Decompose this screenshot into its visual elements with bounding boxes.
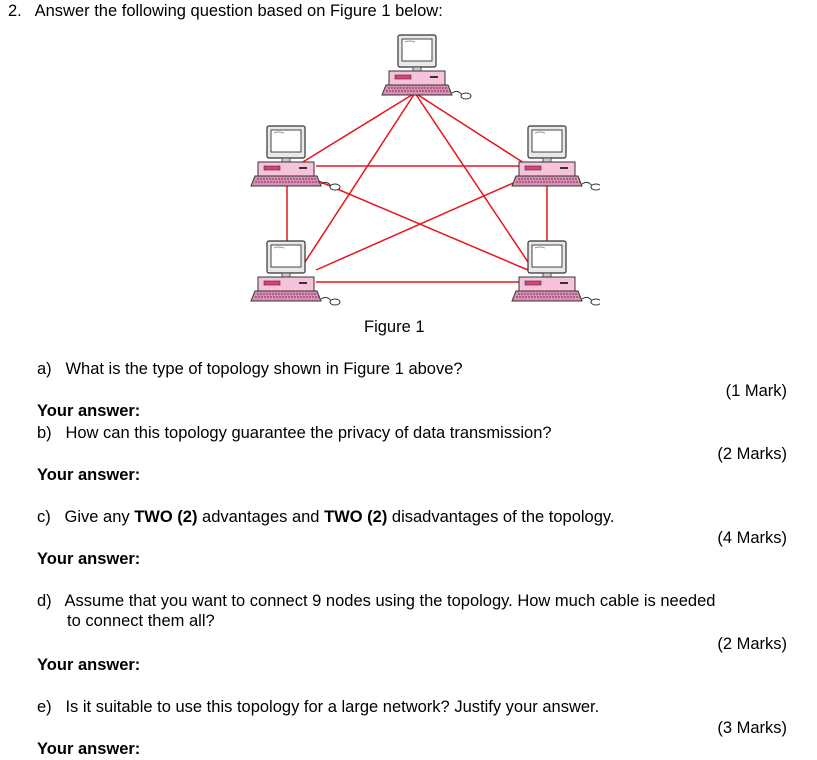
part-b-marks: (2 Marks): [717, 445, 787, 463]
part-c-bold-disadvantages: TWO (2): [324, 508, 388, 526]
part-d-question: d) Assume that you want to connect 9 nod…: [37, 592, 715, 611]
part-d-letter: d): [37, 592, 52, 610]
part-a-text: What is the type of topology shown in Fi…: [65, 360, 463, 378]
part-a-question: a) What is the type of topology shown in…: [37, 360, 463, 379]
part-b-answer-label: Your answer:: [37, 466, 141, 484]
question-number: 2.: [8, 2, 22, 20]
part-c-marks: (4 Marks): [717, 529, 787, 547]
part-d-text-line2: to connect them all?: [67, 612, 215, 630]
part-d-answer-label: Your answer:: [37, 656, 141, 674]
mesh-links: [286, 92, 548, 283]
part-c-text-before: Give any: [64, 508, 135, 526]
part-d-marks: (2 Marks): [717, 635, 787, 653]
part-a-marks: (1 Mark): [725, 382, 787, 400]
mesh-topology-figure: [250, 34, 600, 306]
part-a-answer-label: Your answer:: [37, 402, 141, 420]
link-top-left: [297, 92, 416, 166]
part-b-question: b) How can this topology guarantee the p…: [37, 424, 552, 443]
part-d-text-line1: Assume that you want to connect 9 nodes …: [64, 592, 716, 610]
question-heading: 2. Answer the following question based o…: [8, 2, 443, 21]
computer-node-right: [511, 125, 600, 191]
part-e-letter: e): [37, 698, 52, 716]
part-e-text: Is it suitable to use this topology for …: [65, 698, 600, 716]
part-b-letter: b): [37, 424, 52, 442]
part-c-question: c) Give any TWO (2) advantages and TWO (…: [37, 508, 615, 527]
link-top-bottomright: [414, 92, 529, 263]
link-top-right: [414, 92, 528, 166]
link-top-bottomleft: [304, 92, 416, 263]
computer-node-bottom-left: [250, 240, 341, 306]
part-b-text: How can this topology guarantee the priv…: [65, 424, 552, 442]
part-e-question: e) Is it suitable to use this topology f…: [37, 698, 599, 717]
figure-caption: Figure 1: [364, 318, 425, 336]
link-left-bottomright: [315, 179, 529, 271]
part-e-answer-label: Your answer:: [37, 740, 141, 758]
link-right-bottomleft: [315, 179, 521, 271]
part-a-letter: a): [37, 360, 52, 378]
computer-node-left: [250, 125, 341, 191]
part-c-text-middle: advantages and: [197, 508, 325, 526]
part-c-letter: c): [37, 508, 51, 526]
part-c-text-after: disadvantages of the topology.: [387, 508, 615, 526]
part-e-marks: (3 Marks): [717, 719, 787, 737]
computer-node-top: [381, 34, 472, 100]
question-intro: Answer the following question based on F…: [34, 2, 443, 20]
part-c-bold-advantages: TWO (2): [134, 508, 198, 526]
computer-node-bottom-right: [511, 240, 600, 306]
part-c-answer-label: Your answer:: [37, 550, 141, 568]
